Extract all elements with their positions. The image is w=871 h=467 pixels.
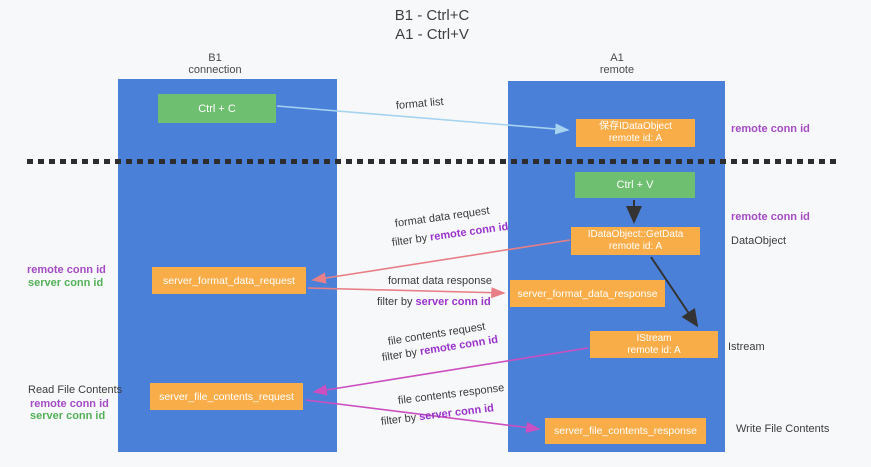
- box-idataobject-getdata-line2: remote id: A: [608, 241, 663, 252]
- box-ctrl-c-label: Ctrl + C: [198, 102, 236, 115]
- box-server-file-contents-response-label: server_file_contents_response: [553, 425, 697, 437]
- label-dataobject: DataObject: [731, 235, 787, 247]
- label-filter-by-server-1: filter by server conn id: [377, 296, 491, 308]
- label-write-file-contents: Write File Contents: [736, 423, 830, 435]
- box-ctrl-v-label: Ctrl + V: [616, 179, 654, 191]
- box-ctrl-v: Ctrl + V: [575, 172, 695, 198]
- box-server-format-data-request-label: server_format_data_request: [163, 274, 295, 287]
- box-save-idataobject: 保存IDataObject remote id: A: [576, 119, 695, 147]
- label-format-data-response: format data response: [388, 275, 492, 287]
- box-save-idataobject-line1: 保存IDataObject: [599, 121, 672, 132]
- box-server-file-contents-request-label: server_file_contents_request: [159, 390, 294, 403]
- box-server-file-contents-response: server_file_contents_response: [545, 418, 706, 444]
- right-column-role: remote: [599, 64, 635, 76]
- box-save-idataobject-line2: remote id: A: [608, 133, 663, 144]
- box-server-format-data-response: server_format_data_response: [510, 280, 665, 307]
- label-remote-conn-id-right-top: remote conn id: [731, 123, 810, 135]
- box-istream-line2: remote id: A: [627, 344, 681, 356]
- box-istream: IStream remote id: A: [590, 331, 718, 358]
- label-remote-conn-id-left-2: remote conn id: [30, 398, 109, 410]
- box-server-format-data-request: server_format_data_request: [152, 267, 306, 294]
- right-column-header: A1 remote: [557, 52, 677, 76]
- filter-key-server-conn-id: server conn id: [418, 402, 495, 424]
- box-server-format-data-response-label: server_format_data_response: [517, 287, 658, 300]
- label-remote-conn-id-left-1: remote conn id: [27, 264, 106, 276]
- filter-by-prefix: filter by: [391, 231, 431, 249]
- diagram-title-line1: B1 - Ctrl+C: [394, 7, 470, 24]
- arrow-format-data-response: [307, 287, 506, 299]
- filter-by-prefix: filter by: [377, 296, 416, 308]
- box-idataobject-getdata-line1: IDataObject::GetData: [587, 229, 684, 240]
- box-istream-line1: IStream: [636, 332, 672, 344]
- label-istream: Istream: [728, 341, 765, 353]
- filter-key-remote-conn-id: remote conn id: [429, 220, 510, 244]
- left-column-role: connection: [188, 64, 242, 76]
- filter-key-server-conn-id: server conn id: [415, 296, 491, 308]
- left-column-name: B1: [208, 52, 222, 64]
- left-column-header: B1 connection: [155, 52, 275, 76]
- box-ctrl-c: Ctrl + C: [158, 94, 276, 123]
- diagram-title-line2: A1 - Ctrl+V: [395, 26, 469, 43]
- label-format-list: format list: [395, 95, 445, 112]
- label-read-file-contents: Read File Contents: [28, 384, 123, 396]
- session-divider-dashed-line: [27, 159, 838, 164]
- filter-by-prefix: filter by: [381, 346, 421, 364]
- label-server-conn-id-left-2: server conn id: [30, 410, 106, 422]
- box-idataobject-getdata: IDataObject::GetData remote id: A: [571, 227, 700, 255]
- label-filter-by-server-2: filter by server conn id: [380, 402, 494, 428]
- label-remote-conn-id-right-mid: remote conn id: [731, 211, 810, 223]
- box-server-file-contents-request: server_file_contents_request: [150, 383, 303, 410]
- right-column-name: A1: [610, 52, 624, 64]
- label-server-conn-id-left-1: server conn id: [28, 277, 104, 289]
- filter-by-prefix: filter by: [380, 411, 420, 428]
